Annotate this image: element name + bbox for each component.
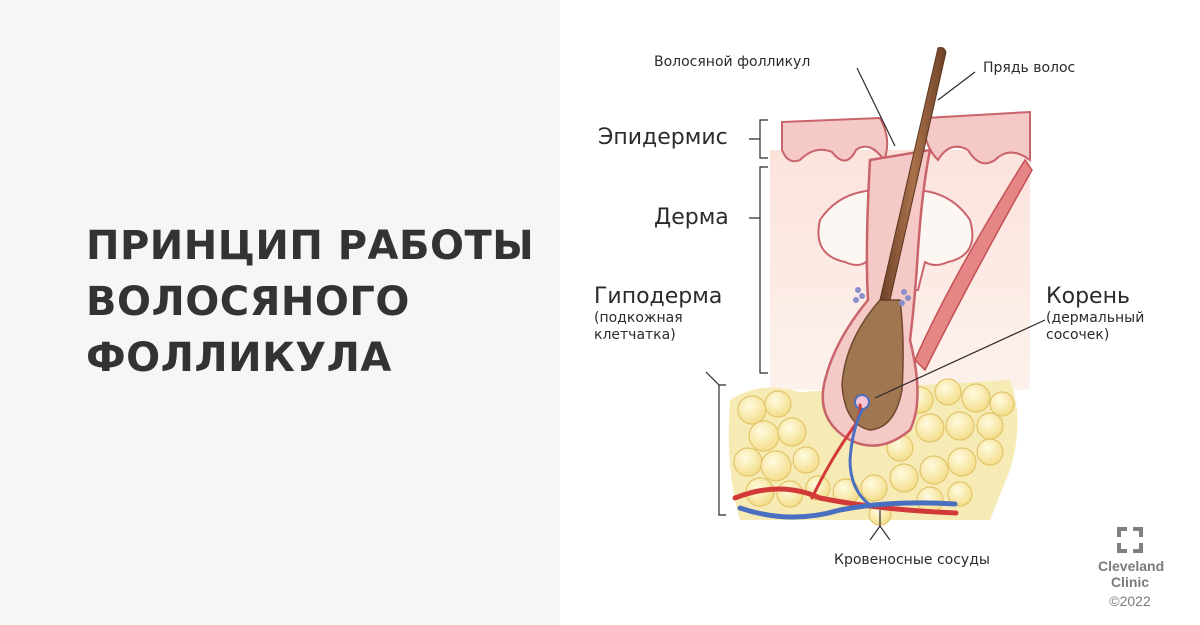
label-hypodermis-sub-2: клетчатка) (594, 327, 676, 343)
fat-layer (728, 378, 1018, 526)
logo-copyright: ©2022 (1109, 593, 1151, 609)
label-dermis: Дерма (654, 205, 729, 230)
label-root-sub-1: (дермальный (1046, 310, 1145, 326)
stem-cells (853, 287, 911, 306)
cleveland-clinic-cross-icon (1117, 527, 1143, 553)
hair-shaft (879, 47, 947, 301)
logo-name-line-2: Clinic (1110, 574, 1150, 590)
left-panel: ПРИНЦИП РАБОТЫ ВОЛОСЯНОГО ФОЛЛИКУЛА (0, 0, 560, 625)
label-hypodermis: Гиподерма (594, 284, 723, 309)
title-line-3: ФОЛЛИКУЛА (86, 335, 392, 381)
epidermis-layer (781, 110, 1031, 165)
title-line-1: ПРИНЦИП РАБОТЫ (86, 223, 535, 269)
leader-lines (705, 67, 1046, 541)
label-epidermis: Эпидермис (598, 125, 728, 150)
cleveland-clinic-logo: Cleveland Clinic ©2022 (1098, 527, 1165, 610)
logo-name-line-1: Cleveland (1098, 558, 1165, 574)
blood-vessels (732, 403, 959, 520)
dermal-papilla (854, 394, 870, 410)
label-hair-strand: Прядь волос (983, 60, 1076, 76)
sebaceous-glands (817, 188, 974, 291)
label-hypodermis-sub-1: (подкожная (594, 310, 683, 326)
label-hair-follicle: Волосяной фолликул (654, 54, 811, 70)
label-root-sub-2: сосочек) (1046, 327, 1110, 343)
title-line-2: ВОЛОСЯНОГО (86, 279, 410, 325)
arrector-pili-muscle (914, 158, 1033, 372)
label-root: Корень (1046, 284, 1130, 309)
label-blood-vessels: Кровеносные сосуды (834, 552, 990, 568)
page-title: ПРИНЦИП РАБОТЫ ВОЛОСЯНОГО ФОЛЛИКУЛА (86, 218, 546, 386)
